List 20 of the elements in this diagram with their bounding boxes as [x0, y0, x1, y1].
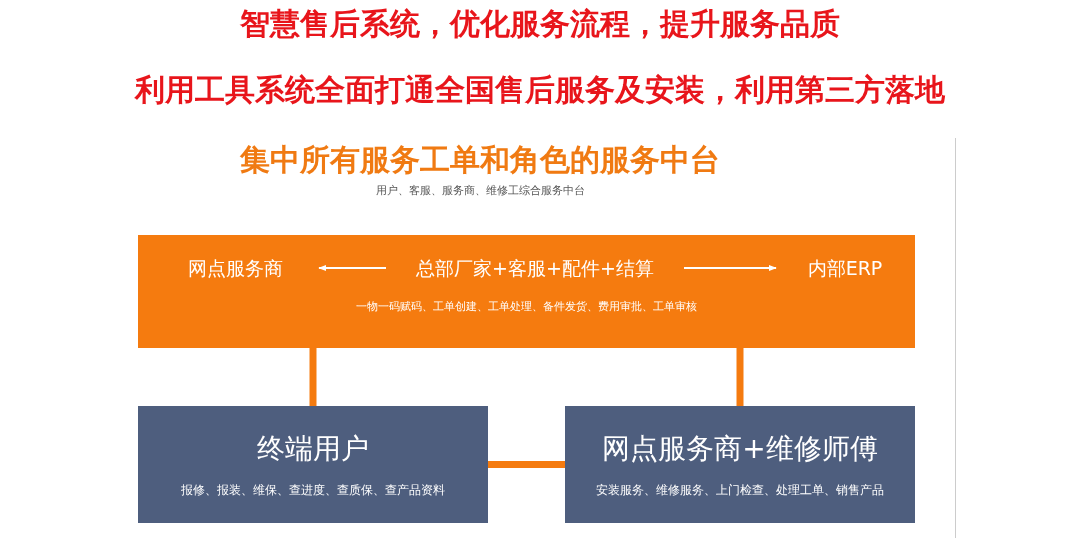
role-box [138, 406, 488, 523]
arrow [683, 264, 777, 272]
role-description: 一物一码赋码、工单创建、工单处理、备件发货、费用审批、工单审核 [355, 299, 698, 314]
node-label: 内部ERP [790, 253, 900, 283]
role-title: 终端用户 [256, 431, 370, 467]
role-title: 网点服务商+维修师傅 [601, 431, 879, 467]
arrow [318, 264, 387, 272]
connector-line [488, 461, 565, 468]
subheading: 用户、客服、服务商、维修工综合服务中台 [374, 183, 586, 198]
role-description: 安装服务、维修服务、上门检查、处理工单、销售产品 [595, 482, 885, 499]
connector-line [309, 348, 317, 406]
role-description: 报修、报装、维保、查进度、查质保、查产品资料 [180, 482, 446, 499]
node-label: 网点服务商 [165, 253, 305, 283]
node-label: 总部厂家+客服+配件+结算 [400, 253, 670, 283]
heading: 集中所有服务工单和角色的服务中台 [239, 141, 721, 179]
title: 智慧售后系统，优化服务流程，提升服务品质 [239, 5, 841, 43]
subtitle: 利用工具系统全面打通全国售后服务及安装，利用第三方落地 [133, 71, 946, 109]
role-box [565, 406, 915, 523]
connector-line [736, 348, 744, 406]
platform-panel [138, 235, 915, 348]
